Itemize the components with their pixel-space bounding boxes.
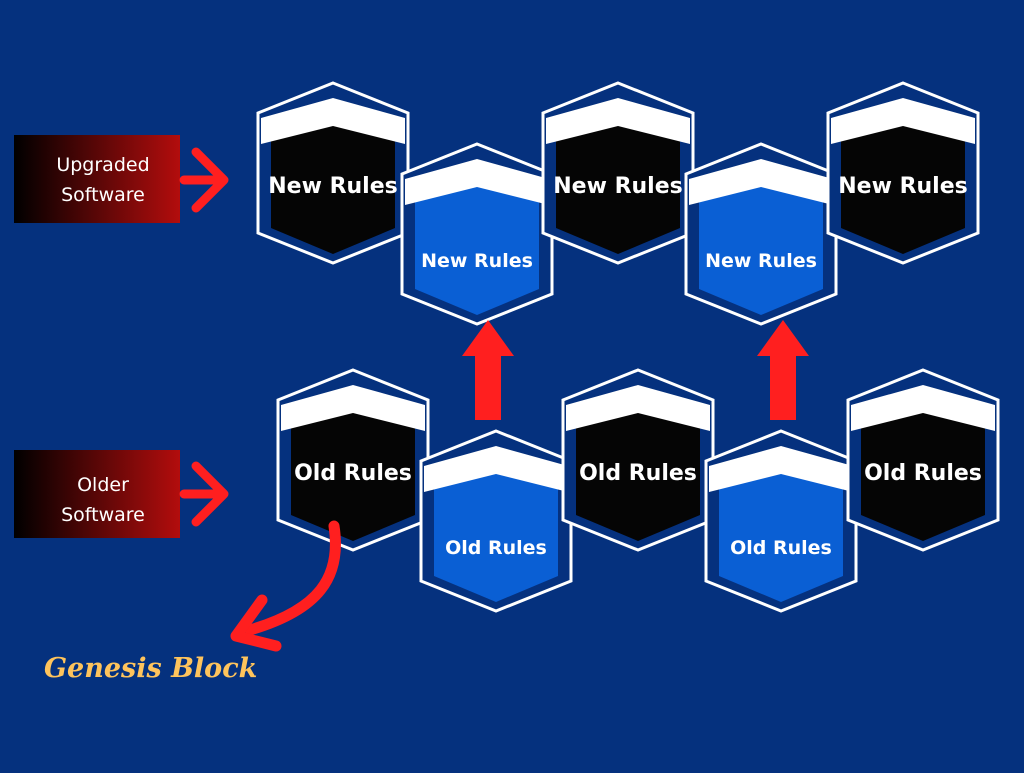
old-rules-block-body [576, 391, 700, 541]
old-rules-block-1: Old Rules [276, 368, 430, 552]
old-rules-block-label: Old Rules [445, 537, 547, 559]
new-rules-block-body [271, 104, 395, 254]
old-rules-block-body [434, 452, 558, 602]
old-rules-block-label: Old Rules [294, 461, 412, 486]
old-rules-block-body [291, 391, 415, 541]
new-rules-block-body [699, 165, 823, 315]
new-rules-block-5: New Rules [826, 81, 980, 265]
new-rules-block-1: New Rules [256, 81, 410, 265]
older-label-line2: Software [61, 504, 145, 526]
old-rules-block-cap [566, 385, 710, 431]
older-software-box [14, 450, 180, 538]
genesis-curved-arrow-icon [230, 520, 341, 652]
old-rules-block-body [719, 452, 843, 602]
old-rules-block-cap [281, 385, 425, 431]
upgraded-software-box [14, 135, 180, 223]
old-rules-block-label: Old Rules [579, 461, 697, 486]
new-rules-block-label: New Rules [268, 174, 397, 199]
old-rules-block-label: Old Rules [730, 537, 832, 559]
upgraded-label-line2: Software [61, 184, 145, 206]
new-rules-block-cap [405, 159, 549, 205]
old-rules-block-cap [424, 446, 568, 492]
upgrade-arrow-icon-1 [462, 320, 514, 420]
new-rules-block-label: New Rules [838, 174, 967, 199]
older-label-line1: Older [77, 474, 129, 496]
old-rules-block-3: Old Rules [561, 368, 715, 552]
old-rules-block-cap [709, 446, 853, 492]
upgraded-label-line1: Upgraded [56, 154, 149, 176]
old-rules-block-cap [851, 385, 995, 431]
new-rules-block-body [841, 104, 965, 254]
old-rules-block-2: Old Rules [419, 429, 573, 613]
new-rules-block-label: New Rules [421, 250, 533, 272]
older-chevron-right-arrow-icon [179, 461, 229, 527]
new-rules-block-label: New Rules [553, 174, 682, 199]
new-rules-block-cap [831, 98, 975, 144]
genesis-block-label: Genesis Block [44, 653, 257, 684]
new-rules-block-3: New Rules [541, 81, 695, 265]
upgraded-chevron-right-arrow-icon [179, 147, 229, 213]
new-rules-block-2: New Rules [400, 142, 554, 326]
new-rules-block-cap [546, 98, 690, 144]
upgraded-software-label: Upgraded Software [14, 135, 180, 223]
old-rules-block-5: Old Rules [846, 368, 1000, 552]
upgrade-arrow-icon-2 [757, 320, 809, 420]
older-software-label: Older Software [14, 450, 180, 538]
old-rules-block-4: Old Rules [704, 429, 858, 613]
new-rules-block-cap [689, 159, 833, 205]
new-rules-block-label: New Rules [705, 250, 817, 272]
old-rules-block-label: Old Rules [864, 461, 982, 486]
new-rules-block-body [415, 165, 539, 315]
new-rules-block-body [556, 104, 680, 254]
old-rules-block-body [861, 391, 985, 541]
new-rules-block-4: New Rules [684, 142, 838, 326]
new-rules-block-cap [261, 98, 405, 144]
